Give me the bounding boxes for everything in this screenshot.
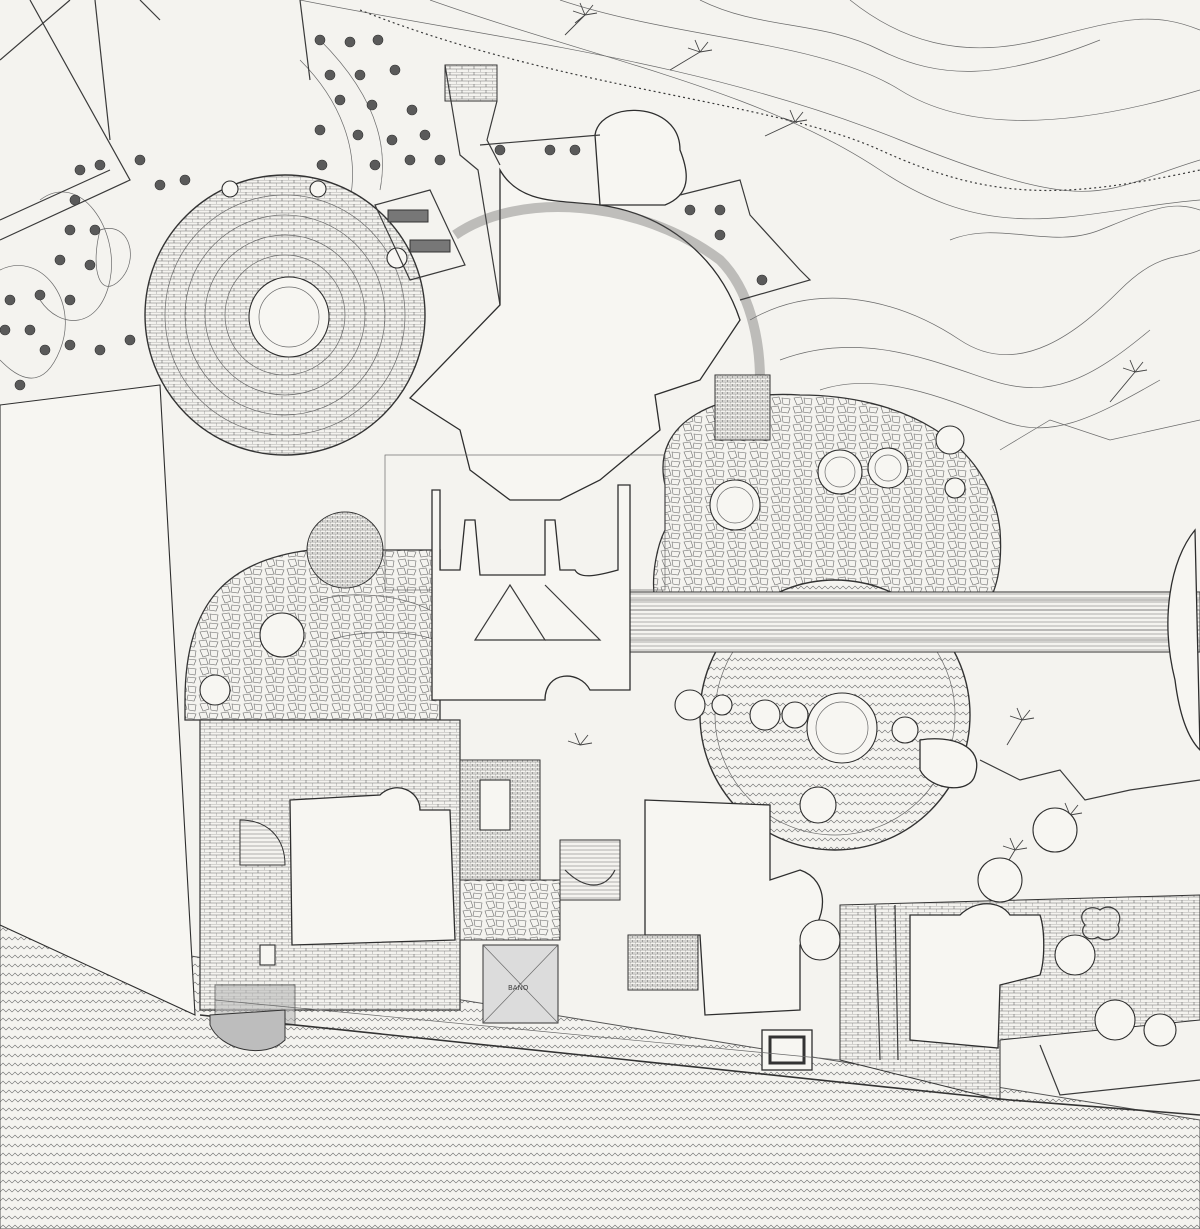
contour-lines xyxy=(0,0,1200,451)
central-courts: BAÑO xyxy=(459,759,621,1024)
shrub xyxy=(1081,906,1121,941)
bath-pavilion-label: BAÑO xyxy=(508,983,529,992)
south-west-building xyxy=(199,719,461,1026)
bay-lobe xyxy=(594,109,687,206)
seawall-inner xyxy=(214,999,841,1061)
tree-clusters xyxy=(0,34,768,391)
seawall xyxy=(199,1014,1200,1116)
gatehouse xyxy=(374,64,501,401)
main-house xyxy=(384,454,666,701)
pergola-walk xyxy=(629,528,1200,751)
entry-drive-arc xyxy=(452,202,765,381)
stone-garden xyxy=(652,374,1002,651)
east-building xyxy=(627,799,823,1071)
corner-bastion xyxy=(209,1009,286,1052)
lawn-field xyxy=(0,384,196,1016)
lot-lines xyxy=(0,0,311,241)
beach-house xyxy=(799,759,1200,1101)
west-garden xyxy=(184,511,441,721)
circular-brick-plaza xyxy=(144,174,426,456)
entry-court xyxy=(408,167,741,501)
east-bay-edge xyxy=(1039,1044,1200,1096)
